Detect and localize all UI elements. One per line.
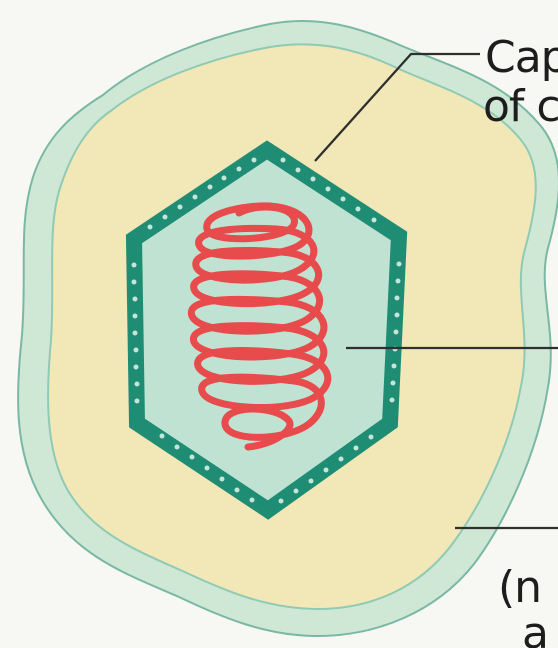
envelope-label-line-1: (n [498, 566, 541, 610]
capsid-label-line-2: of c [483, 85, 558, 129]
capsid-label-line-1: Cap [485, 36, 558, 80]
envelope-label-line-2: a [522, 612, 548, 648]
